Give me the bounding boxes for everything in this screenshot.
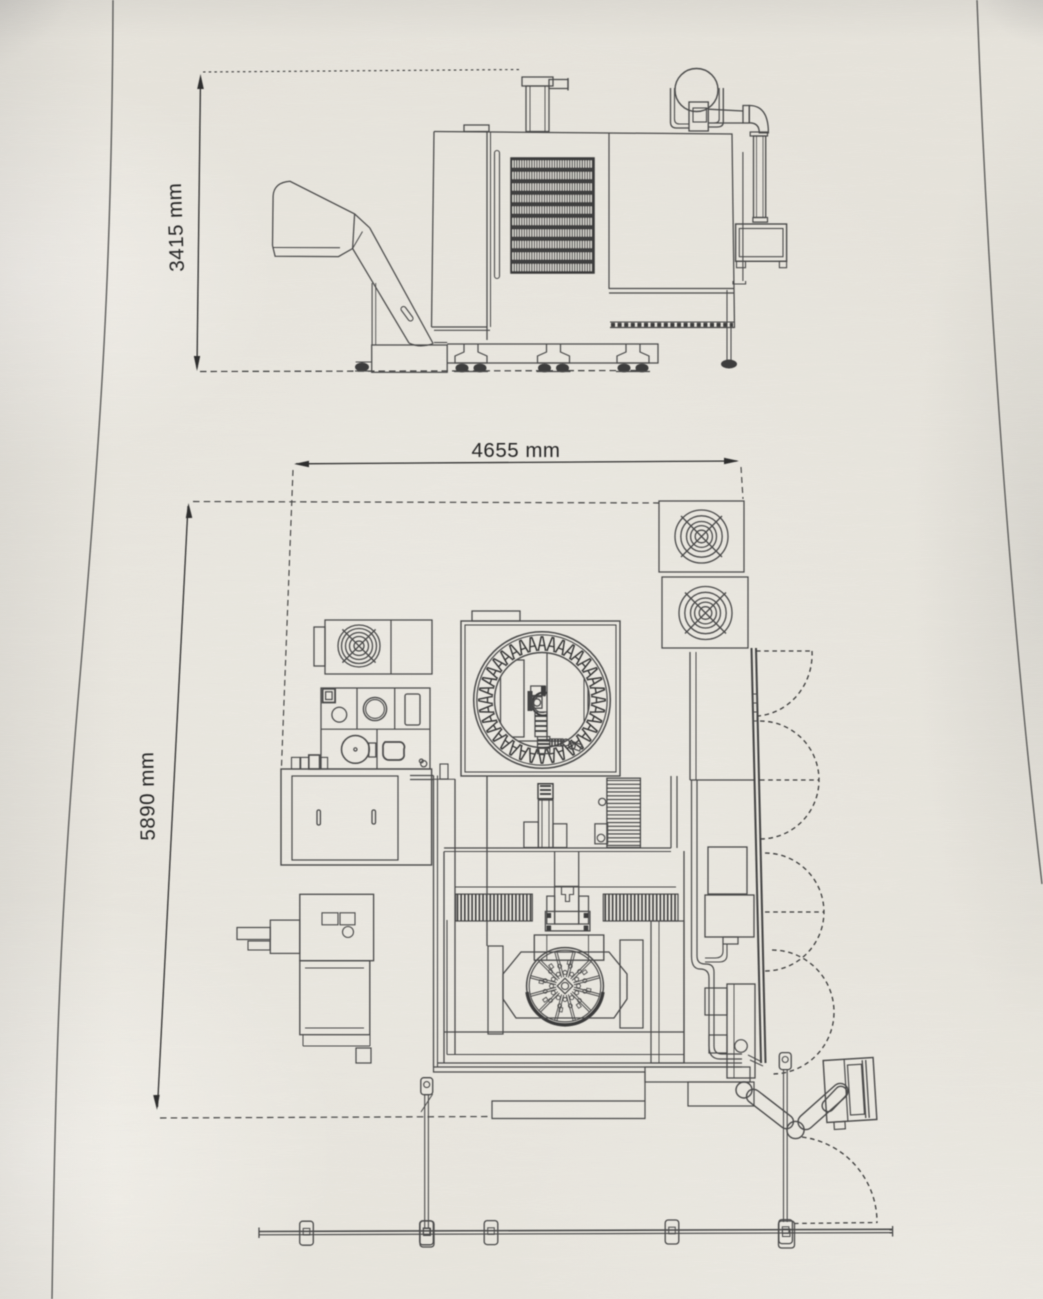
svg-text:3415 mm: 3415 mm — [163, 182, 189, 272]
svg-text:5890 mm: 5890 mm — [135, 751, 160, 840]
svg-text:4655 mm: 4655 mm — [472, 439, 561, 462]
